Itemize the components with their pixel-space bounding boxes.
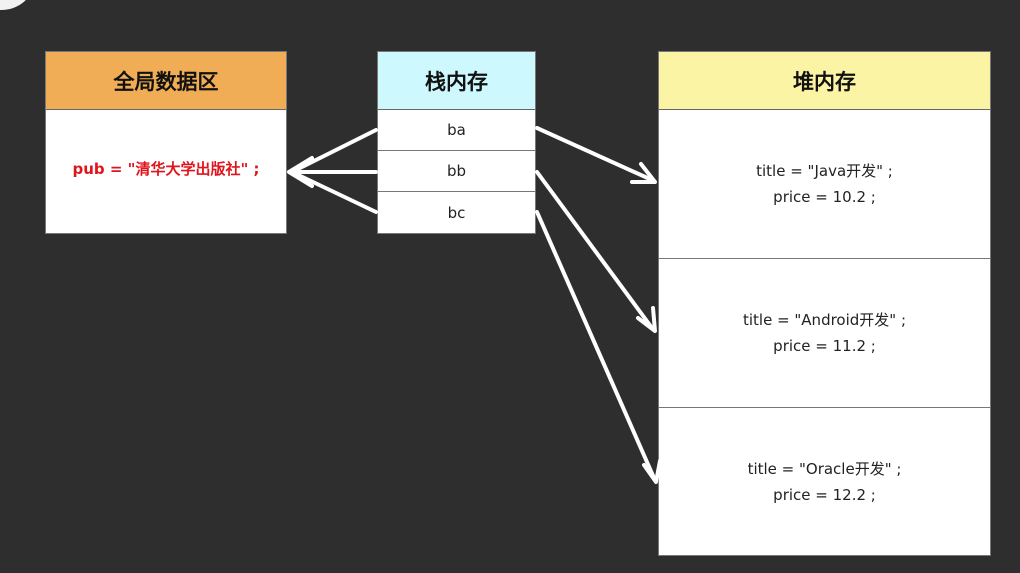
heap-object-title: title = "Android开发" ; (742, 311, 907, 329)
heap-object-oracle: title = "Oracle开发" ; price = 12.2 ; (659, 408, 990, 556)
arrow-ba-to-java (535, 126, 654, 182)
arrow-ba-to-global (290, 128, 378, 174)
global-data-area-title: 全局数据区 (46, 52, 286, 110)
heap-object-title: title = "Java开发" ; (756, 162, 893, 180)
heap-object-price: price = 11.2 ; (773, 337, 876, 355)
heap-object-title: title = "Oracle开发" ; (747, 460, 902, 478)
arrow-bc-to-oracle (535, 210, 656, 480)
arrowhead-global (287, 156, 314, 188)
arrowhead-android (636, 306, 657, 333)
heap-object-java: title = "Java开发" ; price = 10.2 ; (659, 110, 990, 259)
heap-object-android: title = "Android开发" ; price = 11.2 ; (659, 259, 990, 408)
heap-memory: 堆内存 title = "Java开发" ; price = 10.2 ; ti… (658, 51, 991, 556)
arrow-bc-to-global (290, 170, 378, 214)
stack-cell-bc: bc (447, 203, 466, 222)
stack-cell-bb: bb (378, 151, 535, 192)
arrowhead-java (630, 162, 657, 184)
global-data-area: 全局数据区 pub = "清华大学出版社" ; (45, 51, 287, 234)
corner-decoration (0, 0, 32, 10)
heap-memory-title: 堆内存 (659, 52, 990, 110)
arrow-bb-to-android (535, 170, 654, 330)
stack-cell-ba: ba (378, 110, 535, 151)
stack-memory: 栈内存 ba bb bc (377, 51, 536, 234)
heap-object-price: price = 12.2 ; (773, 486, 876, 504)
heap-object-price: price = 10.2 ; (773, 188, 876, 206)
stack-memory-title: 栈内存 (378, 52, 535, 110)
global-data-area-content: pub = "清华大学出版社" ; (72, 160, 260, 178)
